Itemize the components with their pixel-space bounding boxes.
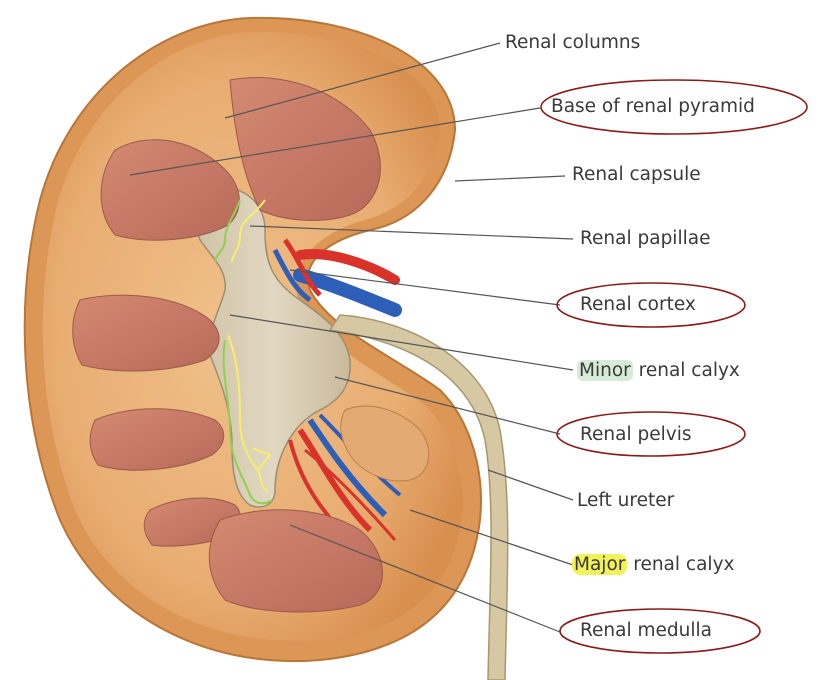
label-base-of-renal-pyramid: Base of renal pyramid: [551, 96, 755, 117]
label-renal-medulla: Renal medulla: [580, 620, 712, 641]
green-trace-upper: [214, 199, 241, 263]
label-circles: [540, 79, 808, 654]
minor-highlight: Minor: [577, 360, 633, 381]
label-renal-papillae: Renal papillae: [580, 228, 711, 249]
minor-renal-calyx-rest: renal calyx: [632, 360, 740, 381]
label-renal-capsule: Renal capsule: [572, 164, 701, 185]
green-trace-lower: [222, 339, 273, 505]
major-renal-calyx-rest: renal calyx: [627, 554, 735, 575]
label-renal-columns: Renal columns: [505, 32, 641, 53]
yellow-trace-lower: [227, 334, 269, 493]
label-left-ureter: Left ureter: [577, 490, 675, 511]
leader-lines: [129, 42, 574, 633]
label-minor-renal-calyx: Minor renal calyx: [577, 360, 740, 382]
label-renal-pelvis: Renal pelvis: [580, 424, 692, 445]
label-renal-cortex: Renal cortex: [580, 294, 696, 315]
yellow-arrow-icon: [251, 447, 272, 471]
label-major-renal-calyx: Major renal calyx: [572, 554, 734, 576]
major-highlight: Major: [572, 554, 628, 575]
yellow-trace-upper: [231, 199, 266, 263]
renal-vessels: [272, 238, 402, 542]
renal-pyramids: [72, 76, 430, 613]
renal-pelvis-shape: [194, 186, 351, 508]
